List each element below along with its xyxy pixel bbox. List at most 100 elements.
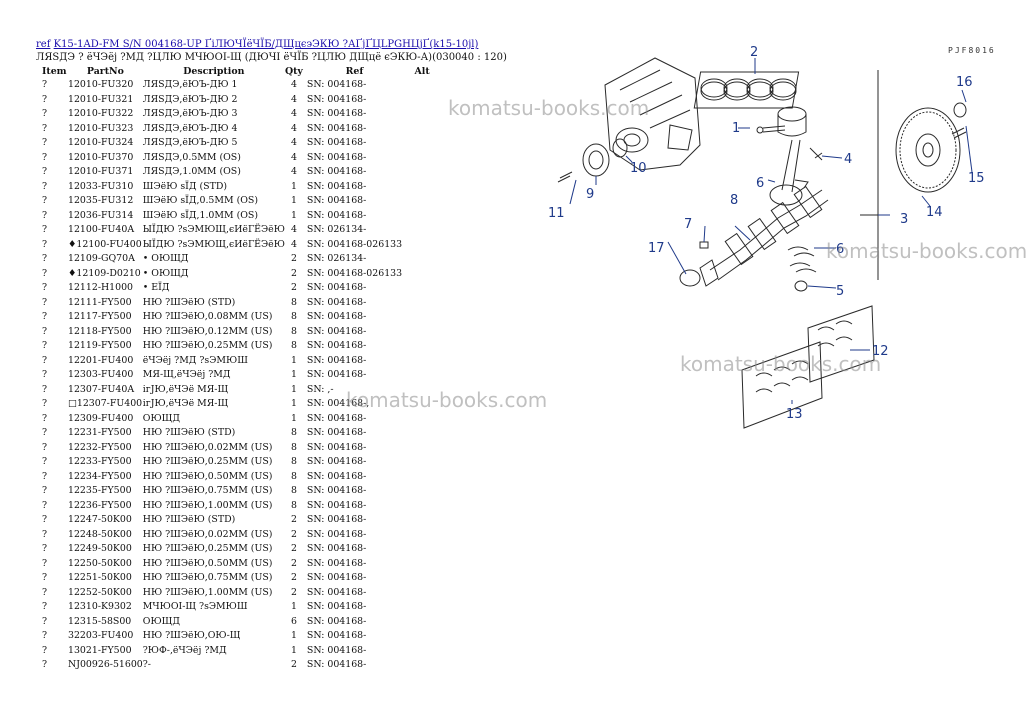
row-item: ? bbox=[42, 180, 48, 192]
row-ref: SN: 004168- bbox=[306, 369, 367, 380]
row-ref: SN: 004168-026133 bbox=[306, 238, 403, 250]
row-item: ? bbox=[42, 122, 48, 134]
row-ref: SN: 004168- bbox=[306, 470, 367, 482]
row-partno: 12033-FU310 bbox=[68, 180, 134, 192]
callout-15: 16 bbox=[956, 75, 973, 90]
row-description: • ОЮЩД bbox=[142, 267, 189, 279]
row-ref: SN: 004168-, bbox=[306, 398, 370, 409]
row-qty: 2 bbox=[290, 586, 297, 598]
row-qty: 4 bbox=[290, 122, 297, 134]
row-qty: 2 bbox=[290, 282, 297, 293]
row-partno: 12010-FU321 bbox=[68, 93, 134, 105]
row-item: ? bbox=[42, 499, 48, 511]
row-description: ШЭёЮ sЇД,0.5MM (OS) bbox=[142, 195, 258, 206]
row-qty: 1 bbox=[290, 398, 297, 409]
row-description: ЛЯЅДЭ,1.0MM (OS) bbox=[142, 166, 241, 177]
model-title-link[interactable]: K15-1AD-FM S/N 004168-UP ҐіЛЮЧЇёЧЇБ/ДЩцє… bbox=[53, 39, 479, 50]
row-qty: 1 bbox=[290, 383, 297, 395]
row-alt bbox=[402, 441, 442, 456]
row-alt bbox=[402, 339, 442, 354]
row-item: ? bbox=[42, 659, 48, 670]
parts-list-panel: ref K15-1AD-FM S/N 004168-UP ҐіЛЮЧЇёЧЇБ/… bbox=[36, 38, 507, 673]
row-ref: SN: ,- bbox=[306, 383, 334, 395]
row-ref: SN: 004168-026133 bbox=[306, 267, 403, 279]
row-ref: SN: 004168- bbox=[306, 195, 367, 206]
row-description: ОЮЩД bbox=[142, 615, 180, 627]
row-partno: 12119-FY500 bbox=[68, 340, 132, 351]
callout-11: 12 bbox=[872, 344, 889, 359]
piston-drawing bbox=[756, 106, 807, 137]
row-qty: 8 bbox=[290, 340, 297, 351]
row-partno: 12251-50K00 bbox=[68, 572, 132, 583]
row-alt bbox=[402, 484, 442, 499]
row-alt bbox=[402, 267, 442, 282]
row-qty: 4 bbox=[290, 79, 297, 90]
reference-line: ref K15-1AD-FM S/N 004168-UP ҐіЛЮЧЇёЧЇБ/… bbox=[36, 38, 478, 51]
ref-link[interactable]: ref bbox=[36, 39, 51, 50]
row-partno: 12035-FU312 bbox=[68, 195, 134, 206]
row-ref: SN: 026134- bbox=[306, 224, 367, 235]
row-ref: SN: 004168- bbox=[306, 456, 367, 467]
crankshaft-drawing bbox=[699, 185, 829, 287]
callout-16: 17 bbox=[648, 241, 665, 256]
row-partno: 12307-FU40A bbox=[68, 383, 135, 395]
engine-block-drawing bbox=[604, 57, 701, 171]
row-partno: 12010-FU371 bbox=[68, 166, 134, 177]
row-description: НЮ ?ШЭёЮ,1.00MM (US) bbox=[142, 586, 273, 598]
row-ref: SN: 004168- bbox=[306, 601, 367, 612]
row-qty: 1 bbox=[290, 354, 297, 366]
row-description: НЮ ?ШЭёЮ,1.00MM (US) bbox=[142, 499, 273, 511]
row-description: ЫЇДЮ ?ѕЭМЮЩ,єИёГЁЭёЮ bbox=[142, 224, 285, 235]
row-alt bbox=[402, 238, 442, 253]
row-alt bbox=[402, 455, 442, 470]
row-alt bbox=[402, 325, 442, 340]
row-description: НЮ ?ШЭёЮ,0.75MM (US) bbox=[142, 485, 273, 496]
row-item: ? bbox=[42, 615, 48, 627]
callout-17: 7 bbox=[684, 217, 692, 232]
row-description: НЮ ?ШЭёЮ (STD) bbox=[142, 296, 236, 308]
row-item: ? bbox=[42, 572, 48, 583]
row-item: ? bbox=[42, 427, 48, 438]
row-description: НЮ ?ШЭёЮ,0.25MM (US) bbox=[142, 543, 273, 554]
row-item: ? bbox=[42, 456, 48, 467]
row-description: НЮ ?ШЭёЮ (STD) bbox=[142, 427, 236, 438]
row-description: ?ЮФ-,ёЧЭёј ?МД bbox=[142, 644, 227, 656]
row-qty: 1 bbox=[290, 195, 297, 206]
row-qty: 2 bbox=[290, 253, 297, 264]
row-ref: SN: 004168- bbox=[306, 441, 367, 453]
row-partno: □12307-FU400 bbox=[68, 398, 143, 409]
row-qty: 2 bbox=[290, 659, 297, 670]
row-ref: SN: 004168- bbox=[306, 485, 367, 496]
row-ref: SN: 004168- bbox=[306, 93, 367, 105]
row-alt bbox=[402, 209, 442, 224]
row-description: ОЮЩД bbox=[142, 412, 180, 424]
parts-table: Item PartNo Description Qty Ref Alt ?120… bbox=[36, 65, 442, 673]
row-alt bbox=[402, 180, 442, 195]
row-partno: NJ00926-51600 bbox=[68, 659, 143, 670]
row-qty: 2 bbox=[290, 514, 297, 525]
row-alt bbox=[402, 615, 442, 630]
row-partno: 12247-50K00 bbox=[68, 514, 132, 525]
row-alt bbox=[402, 426, 442, 441]
row-item: ? bbox=[42, 557, 48, 569]
row-alt bbox=[402, 397, 442, 412]
group-subtitle: ЛЯЅДЭ ? ёЧЭёј ?МД ?ЦЛЮ МЧЮОІ-Щ (ДЮЧІ ёЧЇ… bbox=[36, 52, 507, 63]
row-qty: 1 bbox=[290, 180, 297, 192]
row-partno: 32203-FU400 bbox=[68, 630, 134, 641]
row-description: НЮ ?ШЭёЮ,0.25MM (US) bbox=[142, 340, 273, 351]
row-ref: SN: 004168- bbox=[306, 79, 367, 90]
row-description: ЛЯЅДЭ,ёЮЪ-ДЮ 2 bbox=[142, 93, 238, 105]
row-ref: SN: 004168- bbox=[306, 311, 367, 322]
row-ref: SN: 004168- bbox=[306, 630, 367, 641]
row-alt bbox=[402, 310, 442, 325]
row-qty: 8 bbox=[290, 485, 297, 496]
callout-2: 2 bbox=[750, 45, 758, 60]
